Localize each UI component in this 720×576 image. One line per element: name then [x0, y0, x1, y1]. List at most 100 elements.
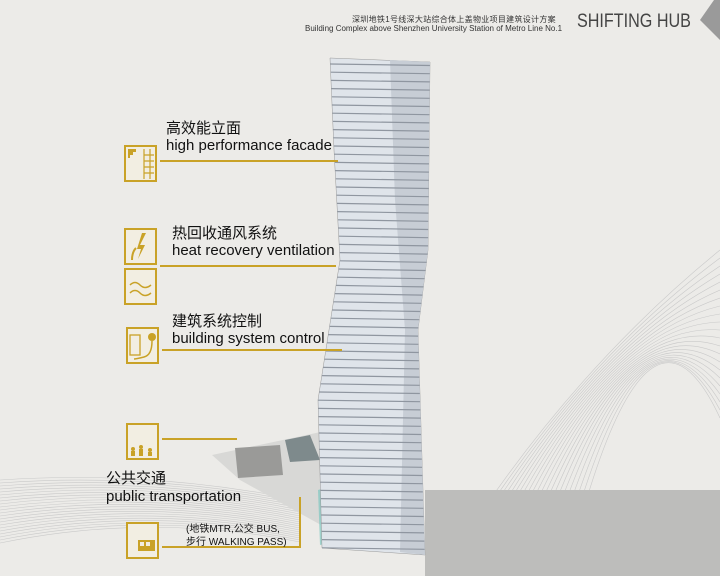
- floor-slab: [330, 63, 430, 67]
- floor-slab: [321, 530, 425, 534]
- facade-icon: [124, 145, 157, 182]
- decorative-curve: [0, 482, 301, 505]
- floor-slab: [330, 71, 430, 75]
- feature-facade-cn: 高效能立面: [166, 120, 242, 137]
- feature-ventilation-cn: 热回收通风系统: [172, 225, 278, 242]
- transport-note-line1: (地铁MTR,公交 BUS,: [186, 524, 280, 535]
- floor-slab: [337, 219, 429, 222]
- floor-slab: [320, 481, 423, 485]
- floor-slab: [336, 194, 429, 198]
- floor-slab: [331, 96, 430, 99]
- floor-slab: [319, 473, 423, 477]
- floor-slab: [318, 432, 422, 436]
- decorative-curve: [0, 492, 301, 513]
- feature-control-en: building system control: [172, 330, 325, 347]
- floor-slab: [319, 448, 422, 452]
- decorative-curve: [0, 479, 301, 503]
- floor-slab: [337, 211, 429, 214]
- decorative-curve: [0, 494, 301, 515]
- decorative-curve: [0, 487, 301, 509]
- floor-slab: [336, 202, 429, 206]
- floor-slab: [334, 153, 430, 157]
- ventilation-leader-line: [160, 265, 336, 267]
- transport-note-line2: 步行 WALKING PASS): [186, 537, 287, 548]
- energy-icon: [124, 228, 157, 265]
- decorative-curve: [0, 511, 301, 529]
- brand-title: SHIFTING HUB: [577, 11, 691, 32]
- floor-slab: [320, 489, 423, 493]
- decorative-curve: [0, 506, 301, 525]
- floor-slab: [333, 137, 430, 140]
- floor-slab: [330, 317, 420, 321]
- decorative-curve: [0, 504, 301, 523]
- floor-slab: [336, 186, 429, 190]
- floor-slab: [326, 342, 419, 345]
- floor-slab: [317, 399, 421, 403]
- floor-slab: [324, 358, 419, 362]
- floor-slab: [333, 145, 430, 149]
- floor-slab: [319, 465, 423, 468]
- floor-slab: [334, 293, 423, 296]
- bus-leader-vertical: [299, 497, 301, 548]
- decorative-curve: [0, 499, 301, 519]
- floor-slab: [339, 260, 427, 263]
- decorative-curve: [0, 489, 301, 511]
- decorative-curve: [0, 513, 301, 531]
- floor-slab: [335, 170, 429, 173]
- feature-facade-en: high performance facade: [166, 137, 332, 154]
- decorative-curve: [0, 501, 301, 521]
- tower-side: [390, 60, 430, 555]
- podium-skylight: [285, 435, 320, 462]
- floor-slab: [336, 284, 424, 288]
- floor-slab: [321, 375, 420, 378]
- transport-leader-line: [162, 438, 237, 440]
- floor-slab: [335, 178, 429, 181]
- ground-shadow: [425, 490, 720, 576]
- floor-slab: [338, 227, 429, 231]
- floor-slab: [320, 498, 424, 501]
- feature-ventilation-en: heat recovery ventilation: [172, 242, 335, 259]
- floor-slab: [319, 391, 420, 395]
- feature-transport-cn: 公共交通: [106, 470, 167, 487]
- feature-control-cn: 建筑系统控制: [172, 313, 263, 330]
- floor-slab: [320, 383, 420, 386]
- floor-slab: [333, 301, 422, 304]
- header-title-en: Building Complex above Shenzhen Universi…: [305, 24, 563, 33]
- floor-slab: [338, 268, 426, 272]
- floor-slab: [337, 276, 425, 280]
- corner-graphic: [700, 0, 720, 40]
- floor-slab: [331, 88, 430, 91]
- floor-slab: [332, 309, 421, 313]
- decorative-curve: [0, 520, 301, 537]
- floor-slab: [323, 366, 420, 370]
- floor-slab: [332, 120, 430, 124]
- floor-slab: [318, 416, 421, 419]
- floor-slab: [338, 235, 429, 239]
- facade-leader-line: [160, 160, 338, 162]
- floor-slab: [321, 514, 424, 518]
- airflow-icon: [124, 268, 157, 305]
- plug-control-icon: [126, 327, 159, 364]
- floor-slab: [334, 161, 429, 165]
- floor-slab: [331, 104, 430, 108]
- decorative-curve: [0, 484, 301, 507]
- floor-slab: [339, 252, 428, 255]
- bus-leader-line: [162, 546, 300, 548]
- floor-slab: [332, 112, 430, 116]
- floor-slab: [321, 522, 424, 526]
- header-title-cn: 深圳地铁1号线深大站综合体上盖物业项目建筑设计方案: [352, 15, 556, 24]
- floor-slab: [319, 440, 422, 444]
- decorative-curve: [0, 508, 301, 527]
- floor-slab: [321, 539, 425, 542]
- floor-slab: [328, 334, 419, 337]
- floor-slab: [325, 350, 419, 354]
- decorative-curve: [0, 496, 301, 517]
- people-icon: [126, 423, 159, 460]
- decorative-curve: [0, 515, 301, 533]
- floor-slab: [329, 325, 419, 329]
- floor-slab: [320, 506, 424, 509]
- floor-slab: [330, 79, 430, 83]
- station-entry: [235, 445, 283, 478]
- feature-transport-en: public transportation: [106, 488, 242, 505]
- decorative-curve: [0, 517, 301, 535]
